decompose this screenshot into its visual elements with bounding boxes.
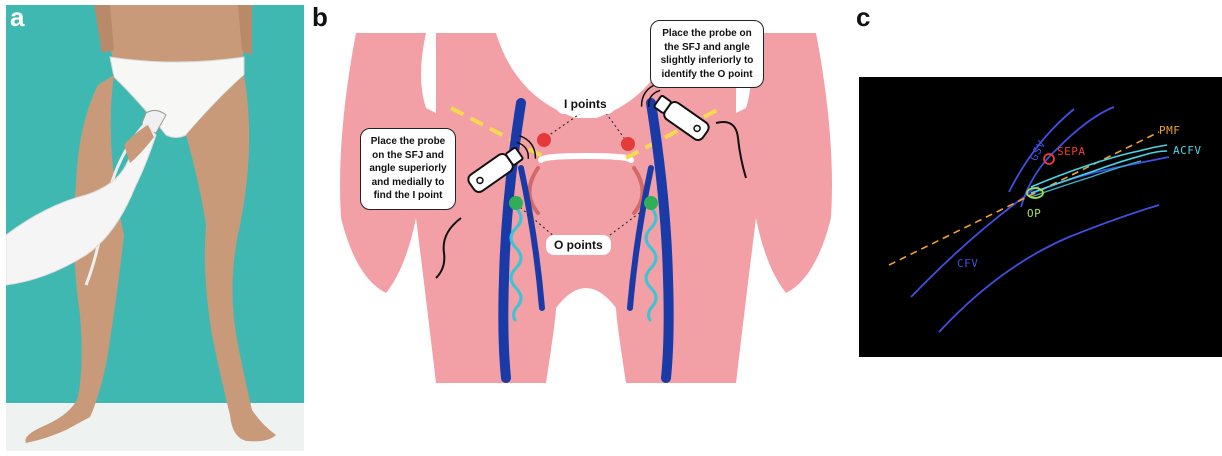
callout-right: Place the probe on the SFJ and angle sli…: [650, 20, 764, 88]
acfv-label: ACFV: [1173, 144, 1202, 157]
panel-c-ultrasound: PMF ACFV SEPA GSV OP CFV: [859, 77, 1222, 357]
panel-a-photo: [6, 5, 304, 451]
leg-ultrasound-photo: [6, 5, 304, 451]
pmf-dashed-line: [889, 132, 1159, 265]
op-label: OP: [1027, 207, 1041, 220]
i-point-right: [621, 137, 635, 151]
sepa-label: SEPA: [1057, 145, 1086, 158]
o-points-label: O points: [546, 235, 611, 255]
sepa-marker: [1044, 154, 1054, 164]
gsv-floor: [1029, 157, 1169, 195]
callout-left: Place the probe on the SFJ and angle sup…: [360, 128, 456, 210]
cfv-label: CFV: [957, 257, 978, 270]
o-point-right: [644, 196, 658, 210]
acfv-line-1: [1031, 145, 1167, 187]
panel-b-diagram: Place the probe on the SFJ and angle sli…: [316, 18, 856, 396]
pmf-label: PMF: [1159, 124, 1180, 137]
panel-a-letter: a: [10, 2, 24, 33]
i-points-label: I points: [556, 94, 615, 114]
cfv-upper-wall: [911, 187, 1039, 297]
panel-c-letter: c: [856, 2, 870, 33]
o-point-left: [509, 196, 523, 210]
i-point-left: [537, 133, 551, 147]
